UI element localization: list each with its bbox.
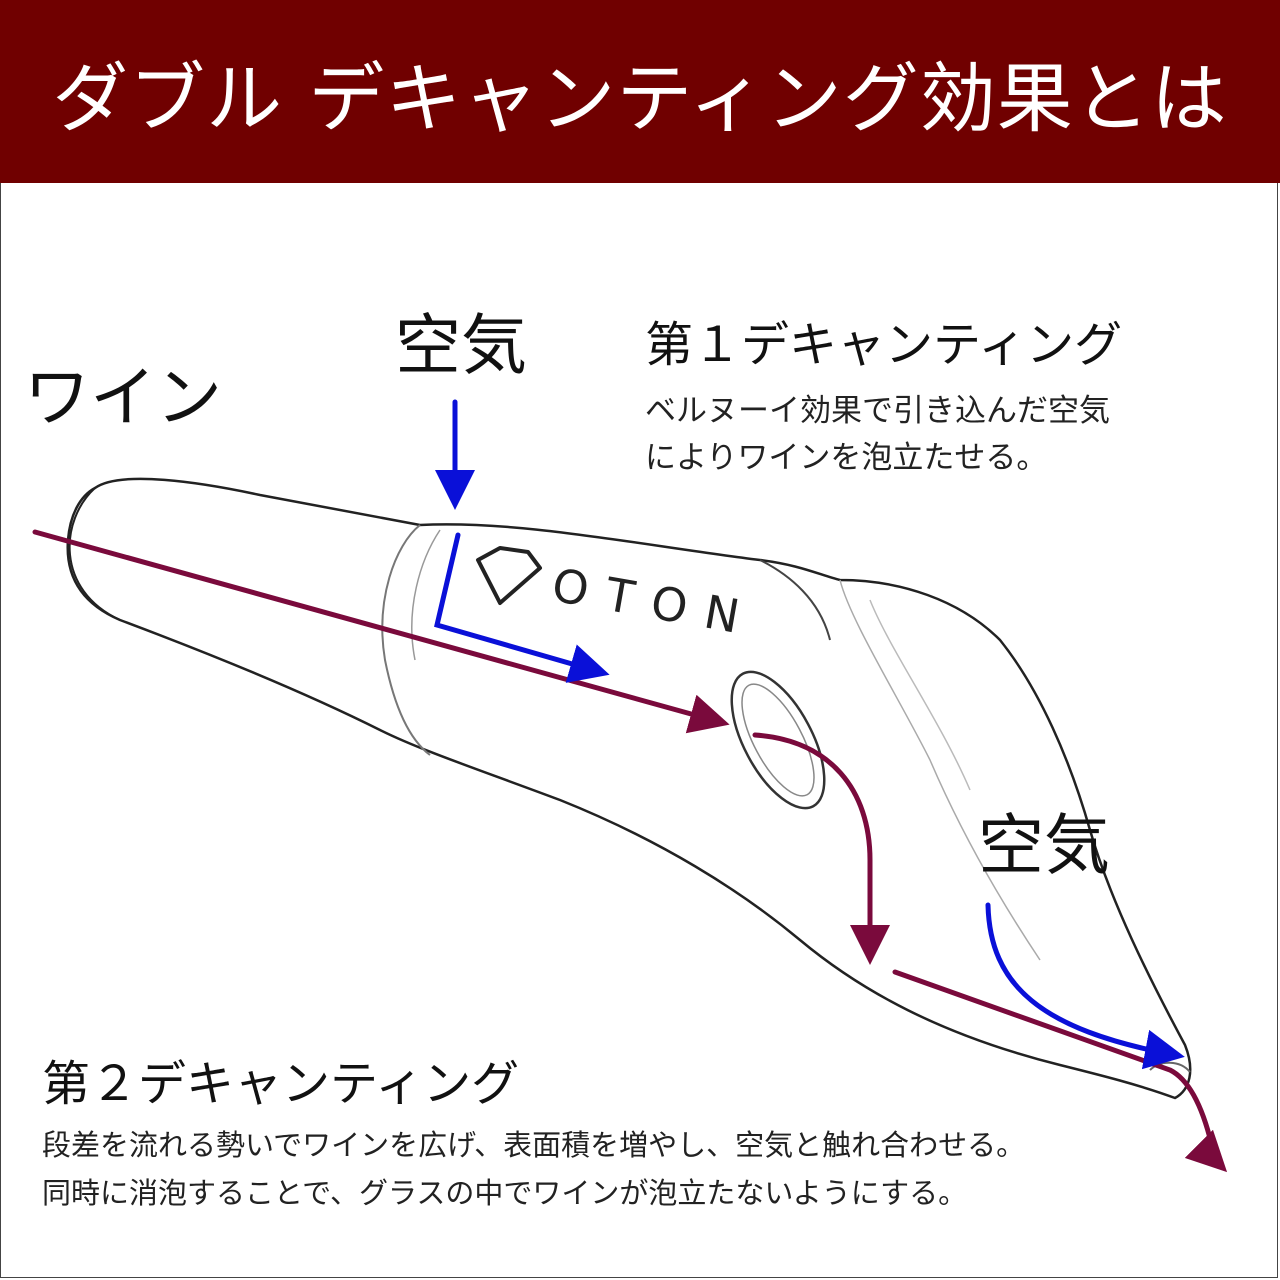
logo-text: OTON bbox=[548, 558, 761, 647]
inner-sleeve bbox=[381, 524, 431, 756]
title-banner: ダブル デキャンティング効果とは bbox=[0, 0, 1280, 183]
air-flow-arrows bbox=[434, 399, 1185, 1070]
second-decanting-heading: 第２デキャンティング bbox=[42, 1056, 520, 1112]
first-decanting-line1: ベルヌーイ効果で引き込んだ空気 bbox=[645, 393, 1110, 429]
air-arrow-inner bbox=[434, 532, 610, 683]
first-decanting-heading: 第１デキャンティング bbox=[645, 317, 1123, 373]
wine-flow-arrows bbox=[32, 529, 1228, 1173]
wine-arrow-main bbox=[32, 529, 730, 734]
air-label-top: 空気 bbox=[395, 307, 527, 384]
second-decanting-line1: 段差を流れる勢いでワインを広げ、表面積を増やし、空気と触れ合わせる。 bbox=[42, 1128, 1026, 1162]
first-decanting-line2: によりワインを泡立たせる。 bbox=[645, 440, 1048, 476]
oton-logo: OTON bbox=[476, 546, 761, 647]
logo-diamond-icon bbox=[476, 546, 542, 605]
wine-arrow-outlet bbox=[892, 969, 1228, 1173]
air-label-bottom: 空気 bbox=[978, 807, 1110, 884]
content-frame bbox=[0, 183, 1278, 1278]
aerator-outline bbox=[66, 477, 1192, 1100]
air-arrow-outlet bbox=[985, 902, 1185, 1070]
page-title: ダブル デキャンティング効果とは bbox=[52, 53, 1228, 143]
outlet-tube-rim bbox=[730, 670, 826, 810]
wine-arrow-drop bbox=[752, 732, 890, 965]
second-decanting-line2: 同時に消泡することで、グラスの中でワインが泡立たないようにする。 bbox=[42, 1176, 968, 1210]
wine-label: ワイン bbox=[24, 359, 222, 436]
aerator-body bbox=[66, 477, 1192, 1100]
